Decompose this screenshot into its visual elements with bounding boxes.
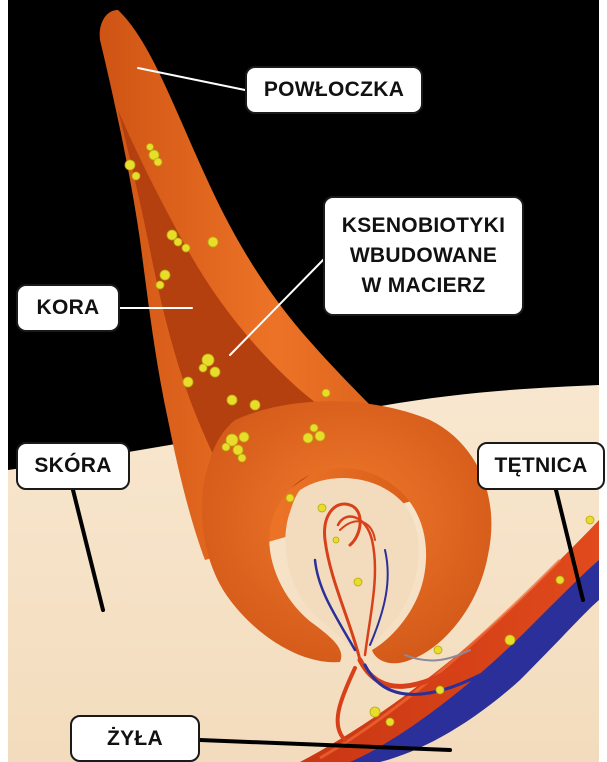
label-skora: SKÓRA [16,442,130,490]
label-powloczka: POWŁOCZKA [245,66,423,114]
label-ksenobiotyki-line-2: WBUDOWANE [350,241,497,271]
left-margin [0,0,8,762]
right-margin [599,0,607,762]
label-skora-text: SKÓRA [34,451,111,481]
label-ksenobiotyki-line-3: W MACIERZ [361,271,485,301]
label-zyla-text: ŻYŁA [107,724,163,754]
label-tetnica-text: TĘTNICA [494,451,587,481]
label-kora: KORA [16,284,120,332]
label-ksenobiotyki-line-1: KSENOBIOTYKI [342,211,505,241]
label-ksenobiotyki: KSENOBIOTYKI WBUDOWANE W MACIERZ [323,196,524,316]
label-kora-text: KORA [36,293,99,323]
label-powloczka-text: POWŁOCZKA [264,75,404,105]
label-zyla: ŻYŁA [70,715,200,762]
label-tetnica: TĘTNICA [477,442,605,490]
